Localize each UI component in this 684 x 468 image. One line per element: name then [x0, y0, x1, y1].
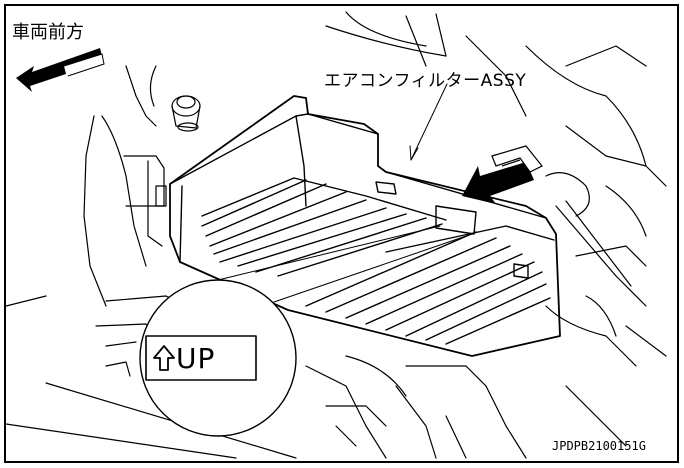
up-mark-callout: [139, 225, 473, 437]
figure-code: JPDPB2100151G: [552, 439, 646, 453]
up-mark-text: UP: [176, 342, 216, 375]
part-leader-line: [410, 83, 448, 161]
grommet: [171, 95, 201, 132]
left-dash-structure: [6, 65, 297, 459]
lower-structure: [305, 355, 487, 459]
background-pipes: [325, 11, 667, 459]
diagram-frame: 車両前方 エアコンフィルターASSY UP JPDPB2100151G: [4, 4, 679, 463]
front-direction-arrow-icon: [16, 48, 105, 92]
insert-direction-arrow-icon: [462, 145, 543, 204]
illustration: [6, 11, 667, 459]
part-name-label: エアコンフィルターASSY: [324, 71, 527, 91]
front-direction-label: 車両前方: [12, 22, 84, 43]
up-arrow-icon: [153, 345, 175, 371]
